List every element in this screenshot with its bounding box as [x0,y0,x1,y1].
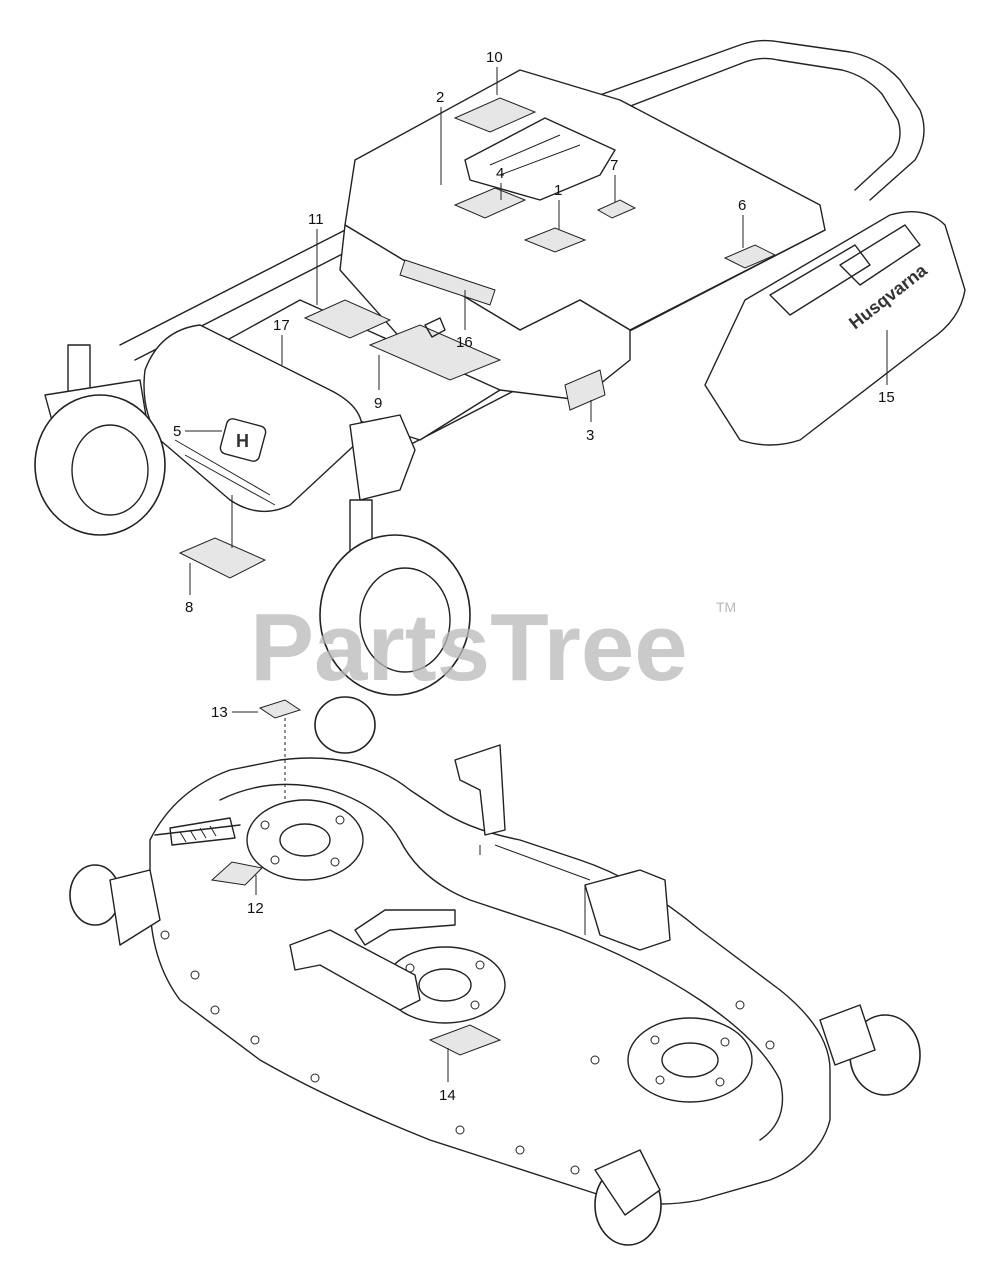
callout-7: 7 [610,157,618,174]
callout-11: 11 [308,211,324,228]
callout-13: 13 [211,704,228,721]
callout-1: 1 [554,182,562,199]
callouts: 10 2 4 7 1 6 11 17 16 9 5 3 15 [173,49,895,1104]
callout-3: 3 [586,427,594,444]
decal-4 [453,187,527,219]
rear-handle-bar [599,39,925,201]
callout-17: 17 [273,317,290,334]
callout-6: 6 [738,197,746,214]
knob-16 [424,317,446,338]
decal-14 [428,1024,502,1056]
callout-10: 10 [486,49,503,66]
right-caster-mount [349,414,416,501]
callout-8: 8 [185,599,193,616]
decal-3 [564,369,606,411]
callout-4: 4 [496,165,504,182]
decal-9 [368,324,502,381]
decal-8 [178,537,267,579]
callout-2: 2 [436,89,444,106]
callout-9: 9 [374,395,382,412]
logo-badge-5 [219,418,267,462]
lift-bracket-lower [584,869,671,951]
hanger-bracket-front [289,929,421,1011]
decal-12 [210,861,264,886]
decal-7 [596,199,637,219]
decal-10 [453,97,537,133]
deck-inner-rim [219,783,784,1141]
watermark-text: PartsTree [250,594,688,701]
spindle-right [627,1017,753,1103]
chassis-assembly: H Husqvarna [34,39,966,696]
deck-wheel-rear [314,696,376,754]
right-front-wheel [319,534,471,696]
callout-12: 12 [247,900,264,917]
hanger-bracket-rear [354,909,456,946]
callout-16: 16 [456,334,473,351]
mower-deck-assembly [69,696,921,1246]
spindle-left [246,799,364,881]
decal-16-plate [399,259,496,306]
watermark: PartsTree TM [250,594,736,701]
callout-15: 15 [878,389,895,406]
left-front-wheel [34,394,166,536]
idler-spring-assembly [154,817,241,846]
decal-11 [303,299,392,339]
lift-bracket-upper [454,744,506,836]
decal-13 [258,699,302,719]
callout-14: 14 [439,1087,456,1104]
callout-5: 5 [173,423,181,440]
watermark-tm: TM [716,599,736,615]
logo-badge-mark: H [236,431,249,451]
deck-bolts [160,815,775,1175]
decal-1 [523,227,587,253]
decal-6 [723,244,777,269]
seat-mount [464,117,616,201]
fender-15 [704,211,966,446]
